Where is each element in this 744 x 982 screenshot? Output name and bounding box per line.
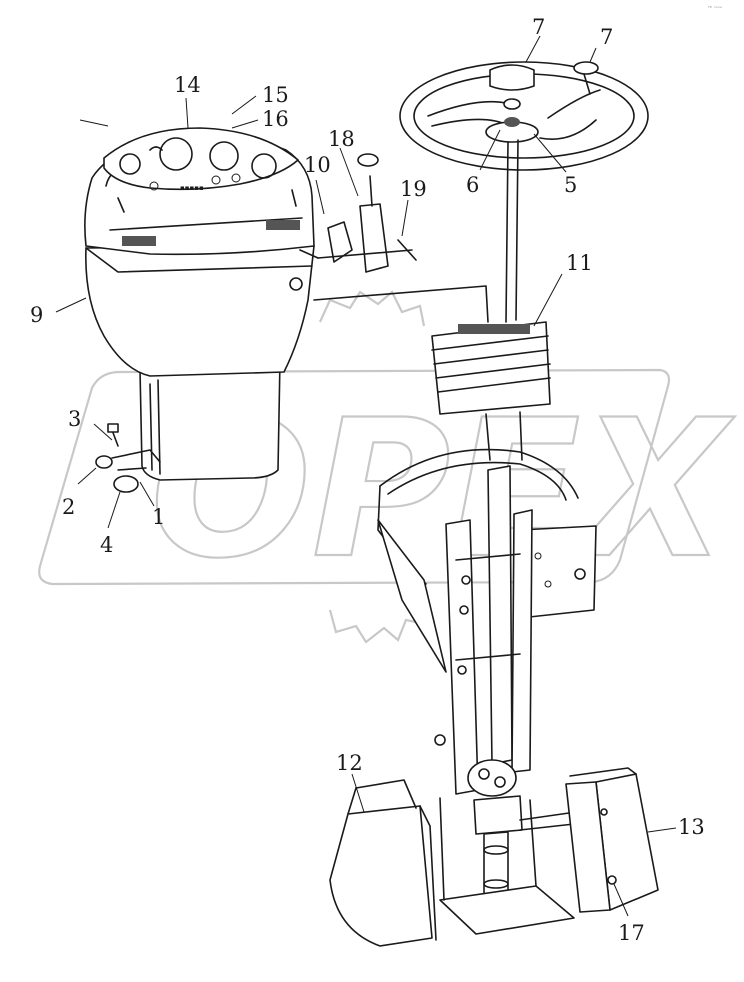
label-18: 18 (328, 127, 355, 151)
switch-row-left (122, 236, 156, 246)
right-pedal-cover (565, 767, 659, 913)
rubber-boot-bellows (431, 321, 551, 415)
part-number-labels: 14 15 16 18 10 19 9 3 2 4 1 7 7 6 5 11 1… (30, 15, 705, 945)
key-switch-assembly (95, 423, 161, 493)
steering-column-frame (377, 411, 597, 935)
steering-wheel (399, 61, 649, 323)
label-14: 14 (174, 73, 201, 97)
label-9: 9 (30, 303, 43, 327)
label-10: 10 (304, 153, 331, 177)
instrument-console: ▪▪▪▪▪ (84, 127, 315, 481)
label-1: 1 (152, 505, 165, 529)
label-7b: 7 (600, 25, 613, 49)
console-brand-plate: ▪▪▪▪▪ (180, 184, 204, 192)
label-3: 3 (68, 407, 81, 431)
label-19: 19 (400, 177, 427, 201)
cable-link (313, 285, 489, 323)
label-12: 12 (336, 751, 363, 775)
label-5: 5 (564, 173, 577, 197)
label-4: 4 (100, 533, 113, 557)
hand-throttle-lever (299, 153, 417, 273)
label-11: 11 (566, 251, 593, 275)
label-17: 17 (618, 921, 645, 945)
label-2: 2 (62, 495, 75, 519)
label-7a: 7 (532, 15, 545, 39)
corner-mark: ᴾᴰ ⁿᵒⁿᵉ (708, 6, 722, 12)
label-13: 13 (678, 815, 705, 839)
leader-lines (55, 35, 677, 917)
label-15: 15 (262, 83, 289, 107)
label-16: 16 (262, 107, 289, 131)
switch-row-right (266, 220, 300, 230)
label-6: 6 (466, 173, 479, 197)
left-pedal-cover (329, 779, 437, 947)
